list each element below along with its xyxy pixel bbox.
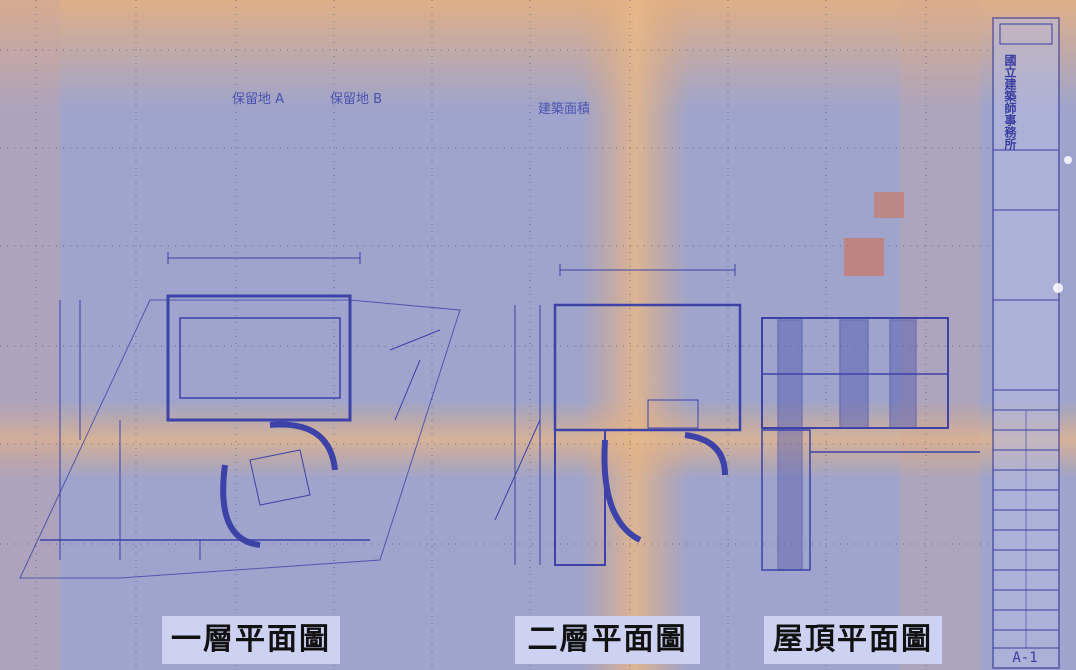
first-floor-plan-label: 一層平面圖: [162, 616, 340, 664]
second-floor-plan-label: 二層平面圖: [515, 616, 700, 664]
grid-lines: [0, 0, 1000, 670]
title-block: [992, 17, 1060, 669]
reserve-b-label: 保留地 B: [330, 92, 383, 107]
firm-name: 國立建築師事務所: [1003, 54, 1017, 150]
stamp: [874, 192, 904, 218]
roof-plan-label: 屋頂平面圖: [764, 616, 942, 664]
building-area-label: 建築面積: [538, 102, 591, 117]
first-floor-plan: [19, 252, 461, 579]
second-floor-plan: [494, 264, 742, 566]
stamp: [844, 238, 884, 276]
sheet-number: A-1: [1012, 650, 1038, 666]
reserve-a-label: 保留地 A: [232, 92, 285, 107]
roof-plan: [761, 317, 980, 571]
